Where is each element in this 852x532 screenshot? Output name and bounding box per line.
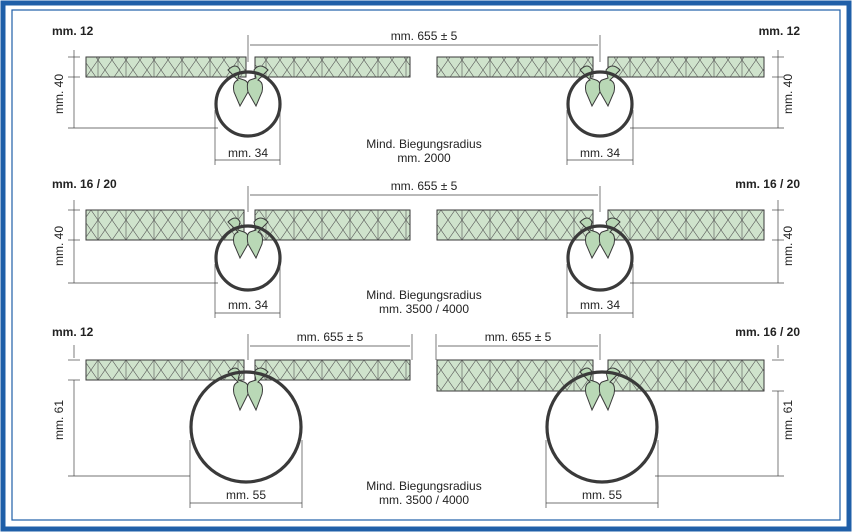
row3-height-left: mm. 61 (52, 400, 66, 440)
row2-clip-right: mm. 34 (580, 298, 620, 312)
row2-right-thickness: mm. 16 / 20 (735, 177, 800, 191)
row1-radius-title: Mind. Biegungsradius (366, 137, 481, 151)
row3-left-thickness: mm. 12 (52, 325, 94, 339)
row3-radius-title: Mind. Biegungsradius (366, 479, 481, 493)
row1-height-left: mm. 40 (52, 74, 66, 114)
row2-span: mm. 655 ± 5 (391, 179, 458, 193)
row1-span: mm. 655 ± 5 (391, 29, 458, 43)
row1-radius-value: mm. 2000 (397, 151, 451, 165)
row1-clip-left: mm. 34 (228, 146, 268, 160)
row-3: mm. 12 mm. 16 / 20 mm. 61 mm. 61 mm. 655… (52, 325, 800, 508)
row2-left-thickness: mm. 16 / 20 (52, 177, 117, 191)
row3-radius-value: mm. 3500 / 4000 (379, 493, 469, 507)
row3-right-thickness: mm. 16 / 20 (735, 325, 800, 339)
row3-clip-right: mm. 55 (582, 488, 622, 502)
inner-frame (11, 9, 841, 521)
row-1: mm. 12 mm. 12 mm. 40 mm. 40 mm. 655 ± 5 (52, 24, 800, 165)
row1-clip-right: mm. 34 (580, 146, 620, 160)
row3-height-right: mm. 61 (781, 400, 795, 440)
row-2: mm. 16 / 20 mm. 16 / 20 mm. 40 mm. 40 mm… (52, 177, 800, 318)
row2-radius-title: Mind. Biegungsradius (366, 288, 481, 302)
row1-height-right: mm. 40 (781, 74, 795, 114)
row3-span-right: mm. 655 ± 5 (485, 330, 552, 344)
row2-height-right: mm. 40 (781, 226, 795, 266)
row3-span-left: mm. 655 ± 5 (297, 330, 364, 344)
row2-height-left: mm. 40 (52, 226, 66, 266)
row3-clip-left: mm. 55 (226, 488, 266, 502)
row1-right-thickness: mm. 12 (759, 24, 801, 38)
row1-left-thickness: mm. 12 (52, 24, 94, 38)
row2-clip-left: mm. 34 (228, 298, 268, 312)
row2-radius-value: mm. 3500 / 4000 (379, 302, 469, 316)
